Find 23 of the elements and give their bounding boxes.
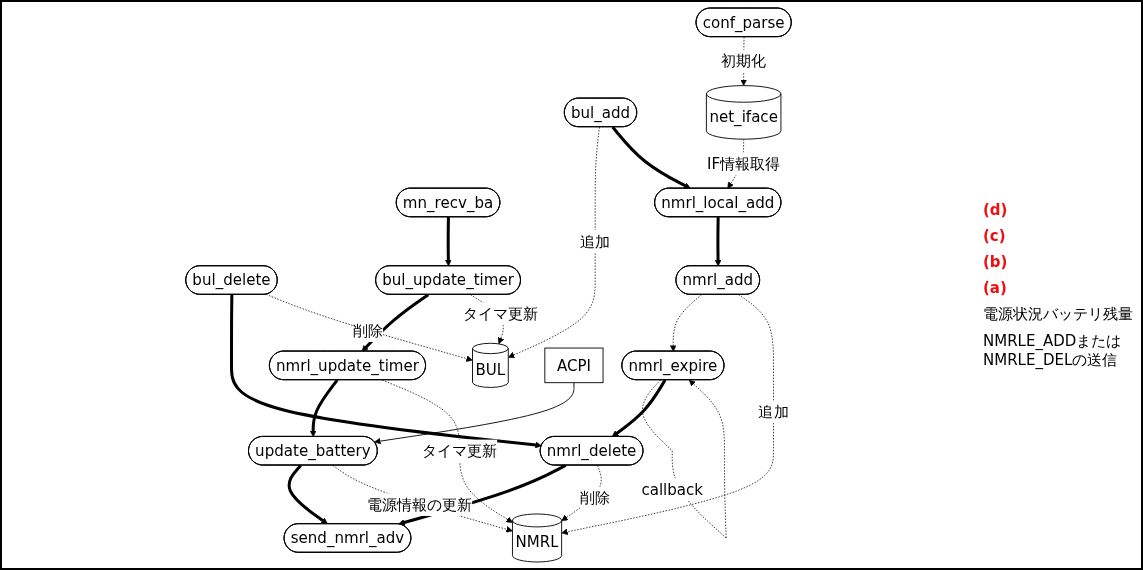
edge-label: 削除 (353, 321, 384, 340)
arrow (611, 126, 691, 189)
panel-marker: (a) (983, 278, 1008, 297)
note-text: 電源状況バッテリ残量 (983, 304, 1133, 324)
edge-label: 削除 (579, 488, 610, 507)
arrow (309, 379, 339, 438)
edge-label: 追加 (758, 402, 789, 421)
note-text: NMRLE_ADDまたはNMRLE_DELの送信 (983, 331, 1123, 370)
edge-label: callback (641, 480, 704, 499)
arrow (287, 464, 328, 525)
panel-marker: (d) (983, 200, 1009, 219)
edge-label: 電源情報の更新 (366, 495, 473, 514)
panel-marker: (b) (983, 252, 1009, 271)
arrow (611, 379, 667, 438)
panel-marker: (c) (983, 226, 1007, 245)
node-box: ACPI (544, 347, 604, 384)
edge-label: タイマ更新 (462, 304, 539, 324)
edge-label: IF情報取得 (706, 154, 781, 173)
edge-label: 初期化 (721, 52, 767, 71)
arrow (445, 217, 452, 267)
edge-label: 追加 (580, 232, 611, 251)
arrow (714, 217, 722, 267)
edge-label: タイマ更新 (422, 441, 498, 460)
